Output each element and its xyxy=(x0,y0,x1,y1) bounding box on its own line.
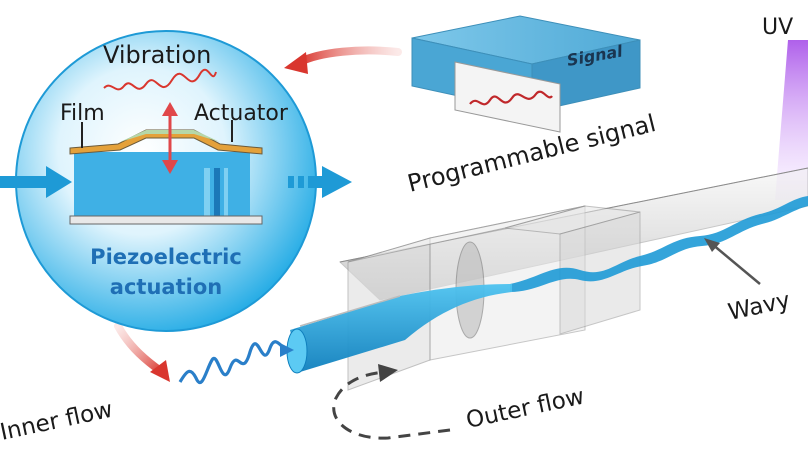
piezo-circle: Vibration Film Actuator Piezoelectric ac… xyxy=(0,30,352,332)
uv-light: UV xyxy=(762,15,808,200)
actuator-label: Actuator xyxy=(194,101,289,126)
signal-generator: Signal Programmable signal xyxy=(405,15,659,198)
wavy-callout: Wavy xyxy=(704,238,792,326)
vibration-label: Vibration xyxy=(103,41,211,69)
vibration-wave xyxy=(103,68,217,91)
piezo-label-line2: actuation xyxy=(110,275,222,299)
outer-flow-arrow: Outer flow xyxy=(332,364,587,440)
flow-out-arrow xyxy=(288,166,352,198)
outer-flow-label: Outer flow xyxy=(464,383,587,433)
uv-label: UV xyxy=(762,15,793,40)
actuation-arrow xyxy=(114,322,170,382)
flow-in-arrow xyxy=(0,166,72,198)
inner-flow-label: Inner flow xyxy=(0,397,115,446)
wavy-label: Wavy xyxy=(726,287,793,325)
device-cross-section xyxy=(69,120,263,225)
wavy-jet xyxy=(510,196,808,292)
piezo-label-line1: Piezoelectric xyxy=(90,245,242,269)
vibration-arrow xyxy=(162,102,178,174)
nozzle xyxy=(286,284,512,374)
signal-arrow xyxy=(284,46,402,74)
film-label: Film xyxy=(60,101,105,126)
